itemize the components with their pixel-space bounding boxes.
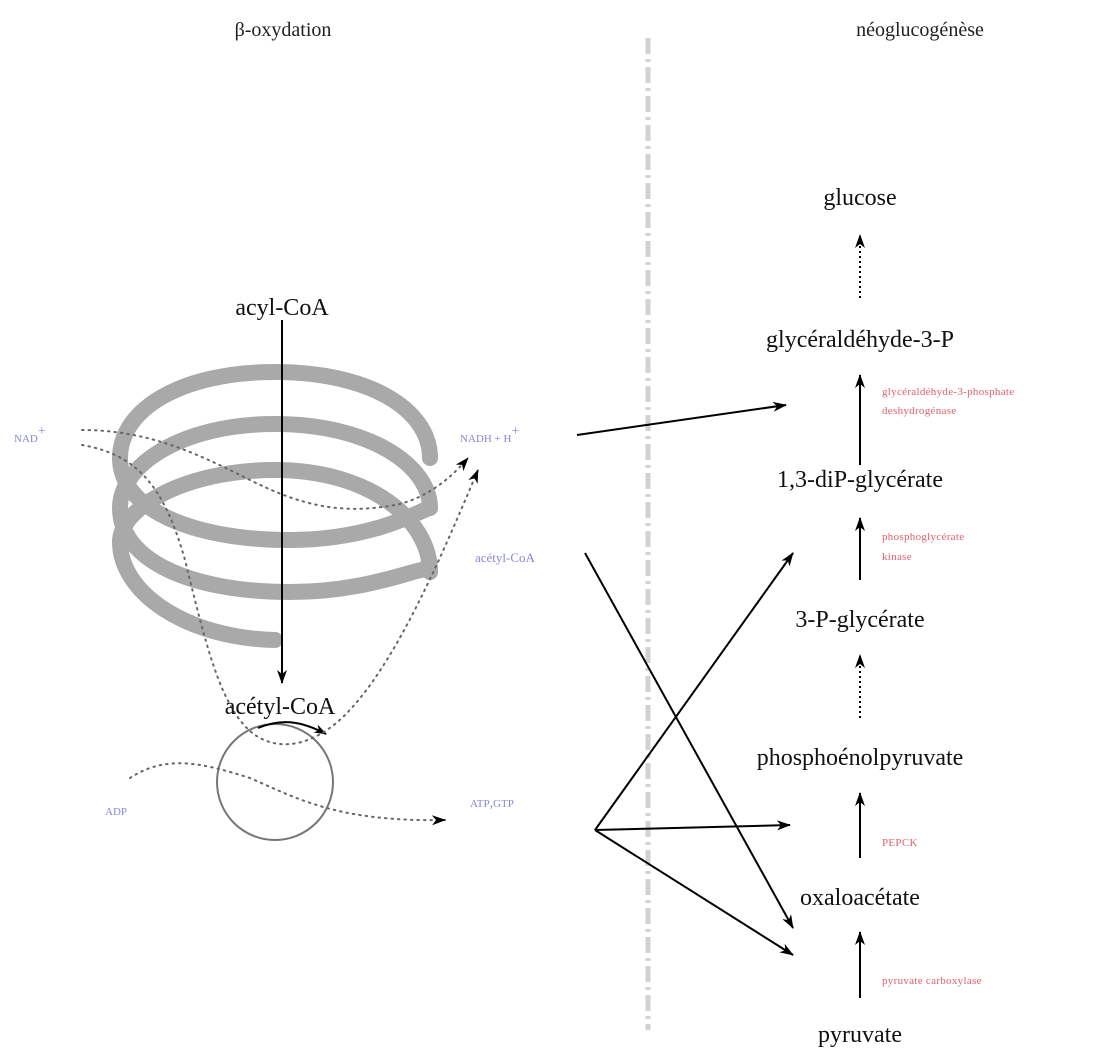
krebs-entry-arrow xyxy=(257,721,327,735)
acetylcoa-to-pc-arrow xyxy=(584,552,794,929)
enzyme-labels: glycéraldéhyde-3-phosphate deshydrogénas… xyxy=(882,386,1014,987)
acetyl-coa-cofactor-label: acétyl-CoA xyxy=(475,550,536,565)
atp-to-pc-arrow xyxy=(594,829,794,956)
nad-label: NAD+ xyxy=(14,424,46,445)
metabolite-oaa: oxaloacétate xyxy=(800,885,920,911)
left-header: β-oxydation xyxy=(235,19,332,41)
acetyl-coa-product-label: acétyl-CoA xyxy=(225,694,336,720)
enzyme-pc: pyruvate carboxylase xyxy=(882,975,982,987)
krebs-cycle-circle xyxy=(216,723,334,841)
gluconeogenesis-metabolites: glucose glycéraldéhyde-3-P 1,3-diP-glycé… xyxy=(757,185,964,1048)
enzyme-pgk-line2: kinase xyxy=(882,551,912,563)
lynen-helix xyxy=(111,363,438,648)
enzyme-pepck: PEPCK xyxy=(882,837,918,849)
enzyme-gapdh-line1: glycéraldéhyde-3-phosphate xyxy=(882,386,1014,398)
metabolite-13bpg: 1,3-diP-glycérate xyxy=(777,467,943,493)
metabolite-glucose: glucose xyxy=(823,185,896,211)
right-header: néoglucogénèse xyxy=(856,19,984,41)
enzyme-gapdh-line2: deshydrogénase xyxy=(882,405,956,417)
metabolite-g3p: glycéraldéhyde-3-P xyxy=(766,327,954,353)
atp-to-pepck-arrow xyxy=(594,820,791,831)
metabolite-3pg: 3-P-glycérate xyxy=(795,607,924,633)
adp-dotted-path xyxy=(129,762,446,826)
metabolite-pyruvate: pyruvate xyxy=(818,1022,902,1048)
cross-arrows xyxy=(576,401,794,956)
adp-label: ADP xyxy=(105,806,127,818)
cofactor-dotted-paths xyxy=(81,429,479,826)
atp-gtp-label: ATP,GTP xyxy=(470,796,514,811)
atp-to-pgk-arrow xyxy=(594,552,794,831)
metabolite-pep: phosphoénolpyruvate xyxy=(757,745,964,771)
enzyme-pgk-line1: phosphoglycérate xyxy=(882,531,964,543)
nadh-label: NADH + H+ xyxy=(460,424,519,445)
acyl-coa-label: acyl-CoA xyxy=(235,295,329,321)
nad-dotted-path-a xyxy=(81,429,469,510)
nadh-to-gapdh-arrow xyxy=(576,401,787,436)
